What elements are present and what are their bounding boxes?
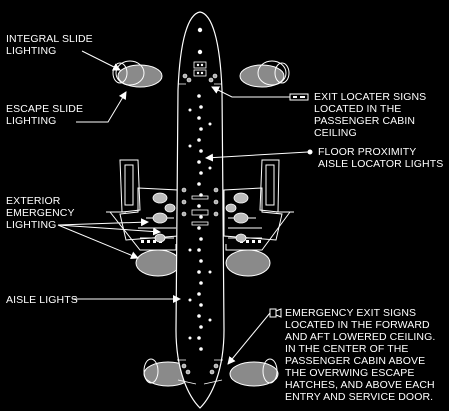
aisle-light	[197, 138, 201, 142]
aisle-light	[199, 193, 203, 197]
aisle-light	[197, 204, 201, 208]
aisle-light	[188, 248, 192, 252]
aisle-light	[199, 259, 203, 263]
emergency-exit-symbol	[269, 308, 282, 318]
label-emergency-exit-signs: EMERGENCY EXIT SIGNS LOCATED IN THE FORW…	[285, 307, 436, 403]
label-exterior-emergency-lighting: EXTERIOR EMERGENCY LIGHTING	[6, 195, 75, 231]
label-floor-proximity-lights: FLOOR PROXIMITY AISLE LOCATOR LIGHTS	[318, 146, 444, 170]
aisle-light	[199, 347, 203, 351]
aisle-light	[197, 336, 201, 340]
aisle-light	[199, 325, 203, 329]
aisle-light	[197, 226, 201, 230]
aisle-light	[188, 144, 192, 148]
aisle-light	[199, 215, 203, 219]
label-escape-slide-lighting: ESCAPE SLIDE LIGHTING	[6, 103, 84, 127]
aisle-light	[208, 270, 212, 274]
label-exit-locater-signs: EXIT LOCATER SIGNS LOCATED IN THE PASSEN…	[314, 91, 427, 139]
label-aisle-lights: AISLE LIGHTS	[6, 294, 78, 306]
aisle-light	[199, 149, 203, 153]
exterior-lights	[152, 192, 249, 243]
aisle-light	[208, 166, 212, 170]
aisle-light	[199, 281, 203, 285]
aisle-light	[208, 122, 212, 126]
aisle-light	[199, 105, 203, 109]
aisle-light	[197, 314, 201, 318]
aisle-light	[199, 171, 203, 175]
aisle-lights-group	[188, 94, 212, 351]
aisle-light	[188, 336, 192, 340]
aisle-light	[199, 127, 203, 131]
aisle-light	[188, 108, 192, 112]
aisle-light	[199, 237, 203, 241]
mid-right-slide	[225, 249, 271, 277]
aisle-light	[197, 160, 201, 164]
exit-locater-symbol	[289, 93, 309, 101]
aisle-light	[197, 182, 201, 186]
aisle-light	[188, 298, 192, 302]
floor-proximity-symbol	[307, 149, 313, 155]
aisle-light	[197, 270, 201, 274]
leader-lines	[57, 50, 309, 365]
aisle-light	[197, 94, 201, 98]
aisle-light	[208, 318, 212, 322]
aisle-light	[197, 116, 201, 120]
aisle-light	[199, 303, 203, 307]
label-integral-slide-lighting: INTEGRAL SLIDE LIGHTING	[6, 33, 93, 57]
aisle-light	[197, 248, 201, 252]
mid-left-slide	[135, 249, 181, 277]
aft-right-slide	[229, 361, 279, 387]
aisle-light	[197, 292, 201, 296]
